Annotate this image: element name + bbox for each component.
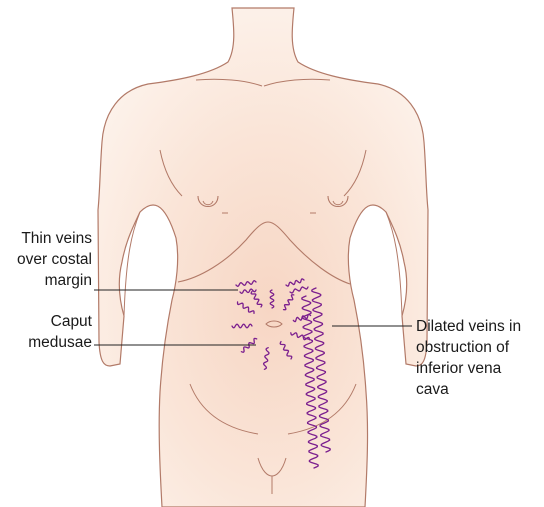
thin-veins-line-2: over costal	[8, 249, 92, 270]
dilated-line-3: inferior vena	[416, 358, 521, 379]
torso-body	[98, 8, 428, 507]
caput-line-2: medusae	[8, 332, 92, 353]
thin-veins-label: Thin veins over costal margin	[8, 228, 92, 291]
dilated-line-4: cava	[416, 379, 521, 400]
caput-medusae-label: Caput medusae	[8, 311, 92, 353]
dilated-veins-label: Dilated veins in obstruction of inferior…	[416, 316, 521, 400]
dilated-line-1: Dilated veins in	[416, 316, 521, 337]
dilated-line-2: obstruction of	[416, 337, 521, 358]
thin-veins-line-1: Thin veins	[8, 228, 92, 249]
caput-line-1: Caput	[8, 311, 92, 332]
thin-veins-line-3: margin	[8, 270, 92, 291]
